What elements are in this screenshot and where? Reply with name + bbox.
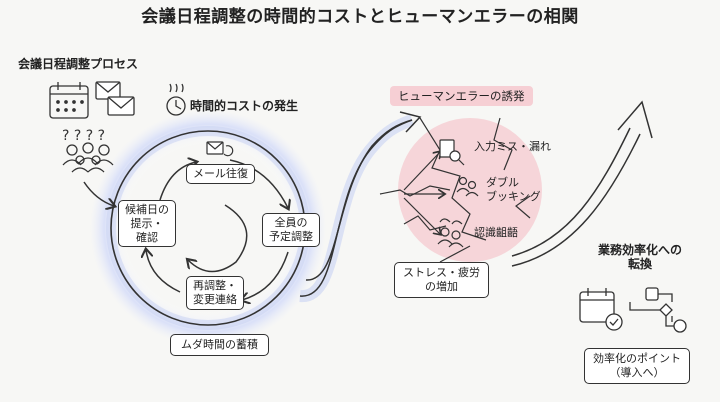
transform-label: 業務効率化への 転換	[580, 243, 700, 272]
error-double-1: ダブル	[486, 176, 519, 189]
step-candidate-line1: 候補日の	[125, 203, 169, 216]
step-all-members-line2: 予定調整	[269, 229, 313, 243]
page-title: 会議日程調整の時間的コストとヒューマンエラーの相関	[141, 7, 579, 27]
stress-box: ストレス・疲労 の増加	[394, 262, 489, 298]
search-doc-icon	[439, 139, 465, 166]
misunderstanding-icon	[437, 218, 464, 248]
error-double-2: ブッキング	[486, 190, 541, 203]
stress-line1: ストレス・疲労	[403, 266, 480, 279]
clock-icon	[166, 83, 186, 116]
mail-exchange-icon	[206, 141, 234, 157]
step-candidate-line3: 確認	[136, 230, 158, 244]
process-heading: 会議日程調整プロセス	[18, 57, 139, 71]
workflow-icon	[629, 287, 687, 333]
error-input-mistake: 入力ミス・漏れ	[474, 140, 551, 153]
envelope-icons	[95, 81, 135, 116]
transform-line2: 転換	[627, 256, 652, 271]
step-all-members-line1: 全員の	[274, 216, 308, 229]
error-burst	[379, 117, 542, 262]
stress-line2: の増加	[425, 279, 458, 293]
step-candidate-line2: 提示・	[130, 216, 164, 230]
calendar-icon	[49, 82, 89, 119]
step-all-members: 全員の 予定調整	[262, 213, 320, 247]
double-booking-icon	[456, 176, 479, 197]
confused-people-icon: ? ? ? ?	[62, 128, 114, 173]
step-readjust: 再調整・ 変更連絡	[186, 276, 244, 310]
efficiency-points-box: 効率化のポイント （導入へ）	[584, 348, 690, 384]
points-line1: 効率化のポイント	[593, 352, 681, 365]
efficiency-calendar-icon	[579, 288, 623, 331]
error-misunderstanding: 認識齟齬	[474, 226, 518, 239]
step-candidate: 候補日の 提示・ 確認	[118, 200, 176, 248]
transform-line1: 業務効率化への	[597, 243, 682, 257]
wave-arrow	[299, 111, 422, 302]
cycle-arrows	[146, 160, 288, 300]
error-banner: ヒューマンエラーの誘発	[390, 86, 533, 106]
rising-arrow	[511, 100, 653, 267]
points-line2: （導入へ）	[609, 365, 665, 379]
stress-connector	[439, 245, 471, 263]
time-cost-label: 時間的コストの発生	[190, 99, 299, 113]
step-mail: メール往復	[186, 164, 255, 184]
waste-time-box: ムダ時間の蓄積	[170, 334, 269, 356]
step-readjust-line1: 再調整・	[193, 279, 237, 292]
entry-arrow	[83, 181, 114, 206]
svg-text:? ? ? ?: ? ? ? ?	[62, 128, 105, 144]
step-readjust-line2: 変更連絡	[193, 292, 237, 306]
